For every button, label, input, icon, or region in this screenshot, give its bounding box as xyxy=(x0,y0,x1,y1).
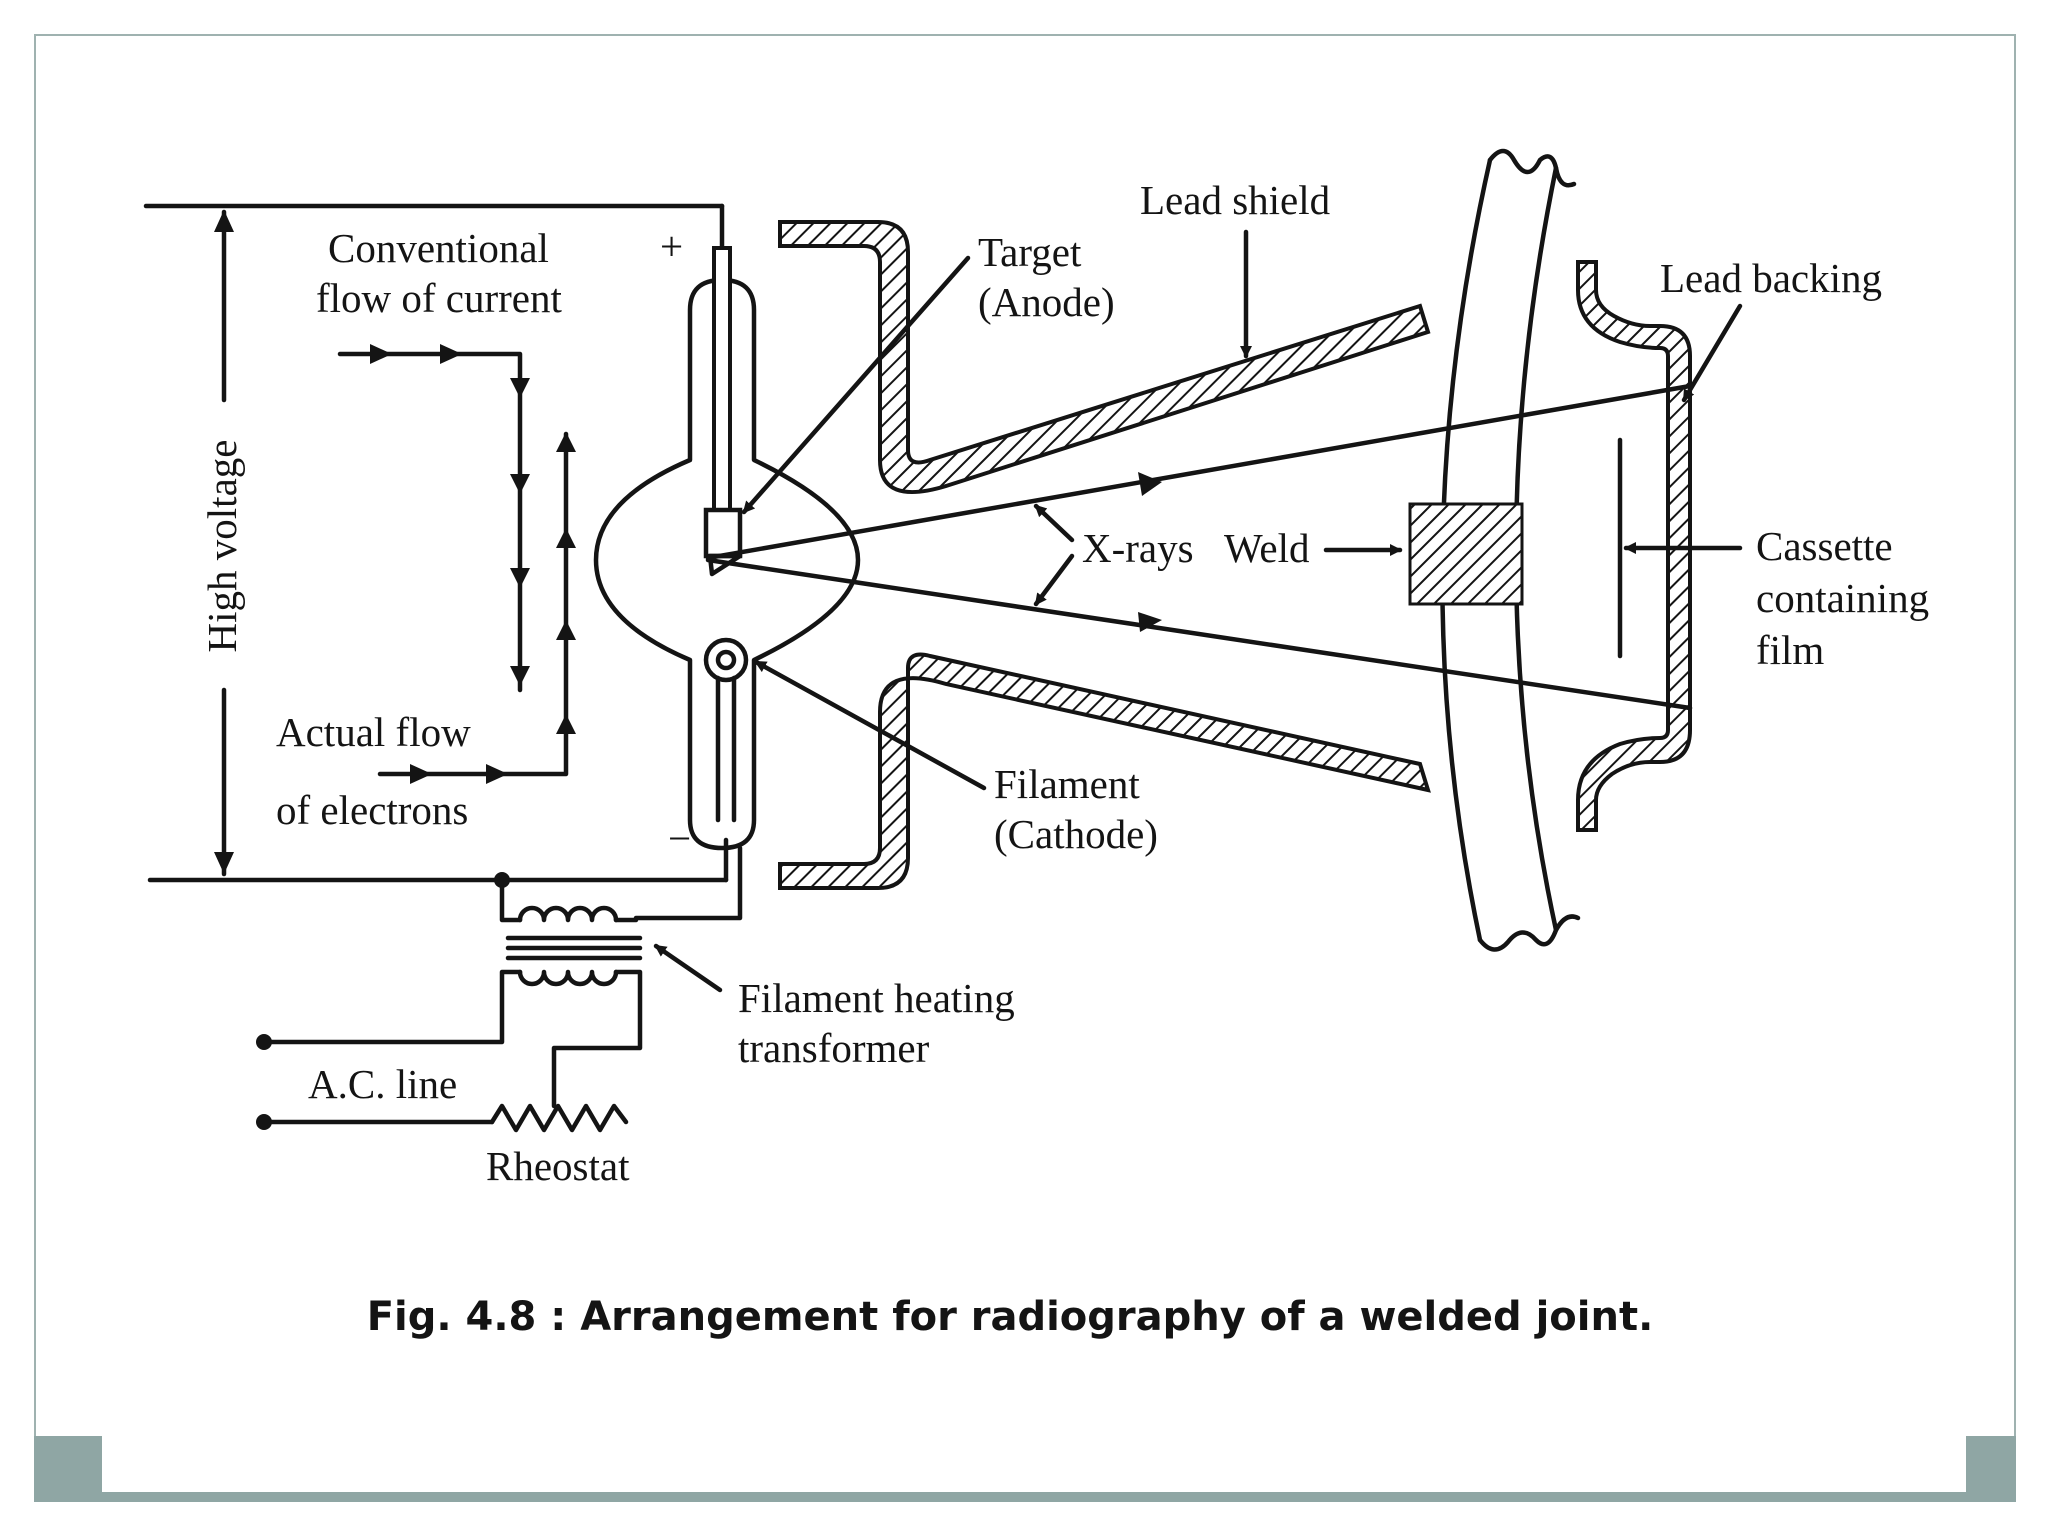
xrays-leader-down xyxy=(1033,553,1075,607)
conventional-flow-label-1: Conventional xyxy=(328,225,549,271)
footer-bar-right xyxy=(1966,1436,2016,1502)
filament-label-2: (Cathode) xyxy=(994,811,1158,857)
cassette-label-3: film xyxy=(1756,627,1824,673)
xrays-leader-up xyxy=(1033,503,1075,543)
target-label-1: Target xyxy=(978,229,1082,275)
high-voltage-label: High voltage xyxy=(199,440,245,653)
actual-flow-label-2: of electrons xyxy=(276,787,468,833)
transformer-label-2: transformer xyxy=(738,1025,930,1071)
lead-shield-lower xyxy=(778,652,1431,890)
footer-bar-bottom xyxy=(34,1492,2016,1502)
lead-shield-label: Lead shield xyxy=(1140,177,1330,223)
xray-beam xyxy=(705,383,1693,711)
rheostat xyxy=(256,1103,629,1133)
lead-backing-leader xyxy=(1681,303,1743,403)
transformer-label-1: Filament heating xyxy=(738,975,1015,1021)
conventional-flow-label-2: flow of current xyxy=(316,275,563,321)
plus-sign: + xyxy=(660,223,683,269)
cassette-label-2: containing xyxy=(1756,575,1929,621)
target-label-2: (Anode) xyxy=(978,279,1115,325)
rheostat-label: Rheostat xyxy=(486,1143,630,1189)
conventional-current-arrows xyxy=(337,344,530,693)
slide-frame xyxy=(34,34,2016,1502)
transformer-leader xyxy=(653,943,723,993)
xrays-label: X-rays xyxy=(1082,525,1194,571)
actual-flow-label-1: Actual flow xyxy=(276,709,471,755)
lead-backing-label: Lead backing xyxy=(1660,255,1882,301)
filament-leader xyxy=(753,659,987,791)
filament-label-1: Filament xyxy=(994,761,1140,807)
cassette-label-1: Cassette xyxy=(1756,523,1893,569)
high-voltage-arrow xyxy=(214,209,234,877)
minus-sign: − xyxy=(668,815,691,861)
xray-tube xyxy=(593,246,861,851)
ac-line-label: A.C. line xyxy=(308,1061,457,1107)
weld-label: Weld xyxy=(1224,525,1310,571)
filament-transformer xyxy=(256,845,743,1109)
footer-bar-left xyxy=(34,1436,102,1502)
target-leader xyxy=(741,255,971,515)
weld-zone xyxy=(1408,502,1524,606)
figure-caption: Fig. 4.8 : Arrangement for radiography o… xyxy=(367,1294,1654,1340)
lead-backing xyxy=(1576,260,1692,832)
lead-shield-upper xyxy=(778,220,1431,494)
electron-flow-arrows xyxy=(377,431,576,784)
